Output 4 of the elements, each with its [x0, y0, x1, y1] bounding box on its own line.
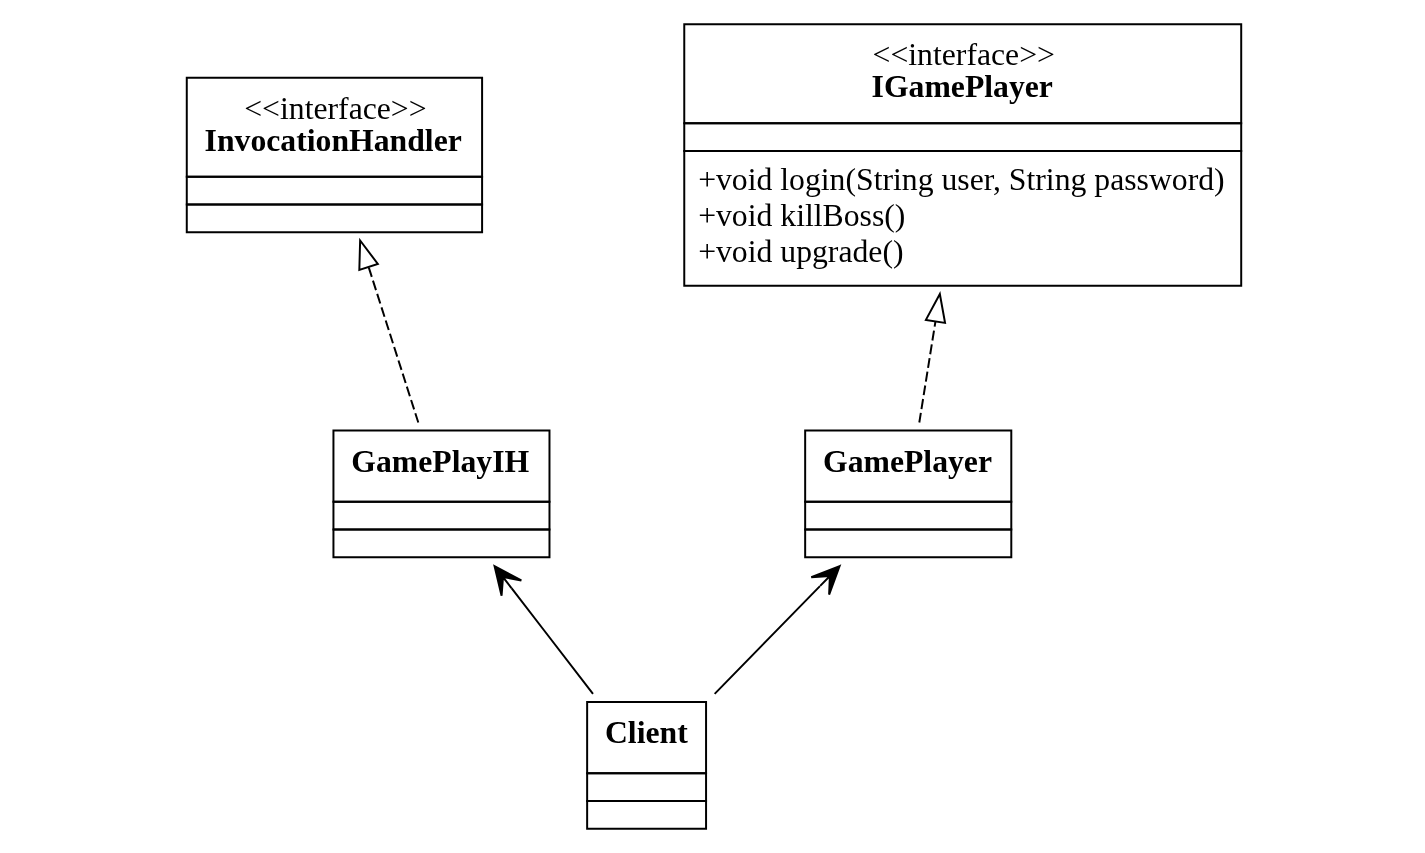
- arrow: [357, 237, 419, 424]
- arrow: [493, 565, 594, 695]
- arrow: [713, 565, 841, 695]
- arrow: [917, 291, 946, 424]
